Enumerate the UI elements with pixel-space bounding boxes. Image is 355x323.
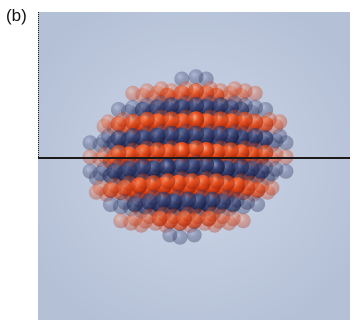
navy-atom — [170, 189, 186, 206]
navy-atom — [82, 135, 98, 151]
red-atom — [135, 173, 151, 189]
red-atom — [237, 140, 253, 156]
panel-label: (b) — [6, 6, 27, 25]
navy-atom — [178, 95, 194, 111]
navy-atom — [272, 128, 288, 144]
red-atom — [139, 83, 155, 99]
red-atom — [139, 111, 155, 128]
region-dotted-edge — [38, 12, 39, 157]
red-atom — [180, 206, 196, 222]
navy-atom — [149, 156, 166, 173]
cluster-figure — [38, 12, 350, 320]
navy-atom — [153, 124, 169, 140]
red-atom — [100, 114, 116, 130]
navy-atom — [102, 196, 119, 212]
red-atom — [159, 173, 176, 190]
red-atom — [141, 208, 157, 224]
red-atom — [233, 173, 249, 189]
red-atom — [205, 206, 220, 222]
red-atom — [92, 180, 108, 196]
navy-atom — [110, 159, 127, 175]
navy-atom — [202, 95, 218, 111]
navy-atom — [145, 189, 161, 206]
red-atom — [125, 142, 141, 159]
navy-atom — [202, 124, 218, 140]
red-atom — [82, 149, 98, 165]
red-atom — [174, 171, 190, 187]
red-atom — [178, 109, 194, 126]
red-atom — [110, 144, 127, 161]
red-atom — [227, 81, 243, 97]
navy-atom — [139, 97, 155, 114]
red-atom — [153, 109, 169, 126]
red-atom — [115, 112, 131, 128]
navy-atom — [178, 124, 194, 140]
red-atom — [139, 140, 155, 156]
navy-atom — [125, 99, 141, 116]
red-atom — [156, 206, 171, 222]
red-atom — [121, 175, 137, 192]
navy-atom — [219, 189, 235, 206]
red-atom — [125, 85, 141, 101]
navy-atom — [186, 227, 202, 243]
navy-atom — [100, 128, 116, 144]
red-atom — [202, 81, 218, 97]
red-atom — [202, 109, 218, 126]
navy-atom — [139, 126, 155, 142]
navy-atom — [117, 194, 133, 210]
red-atom — [127, 210, 143, 227]
red-atom — [163, 140, 180, 156]
red-atom — [106, 177, 123, 194]
navy-atom — [227, 124, 243, 140]
navy-atom — [131, 192, 147, 208]
navy-atom — [82, 163, 98, 179]
red-atom — [188, 140, 204, 157]
red-atom — [153, 81, 169, 97]
navy-atom — [188, 69, 204, 85]
navy-atom — [162, 227, 178, 243]
navy-atom — [124, 128, 141, 145]
red-atom — [198, 171, 214, 187]
red-atom — [227, 109, 243, 126]
red-atom — [96, 147, 113, 163]
red-atom — [178, 81, 194, 97]
navy-atom — [125, 157, 141, 173]
red-atom — [212, 140, 229, 156]
cut-plane-line — [38, 157, 350, 159]
red-atom — [113, 213, 129, 229]
navy-atom — [247, 157, 263, 173]
red-atom — [261, 112, 277, 128]
navy-atom — [173, 156, 190, 173]
navy-atom — [96, 161, 112, 177]
navy-atom — [222, 156, 239, 173]
navy-atom — [153, 95, 169, 111]
navy-atom — [194, 189, 210, 206]
atom-cluster-image — [38, 12, 350, 320]
navy-atom — [227, 95, 243, 111]
